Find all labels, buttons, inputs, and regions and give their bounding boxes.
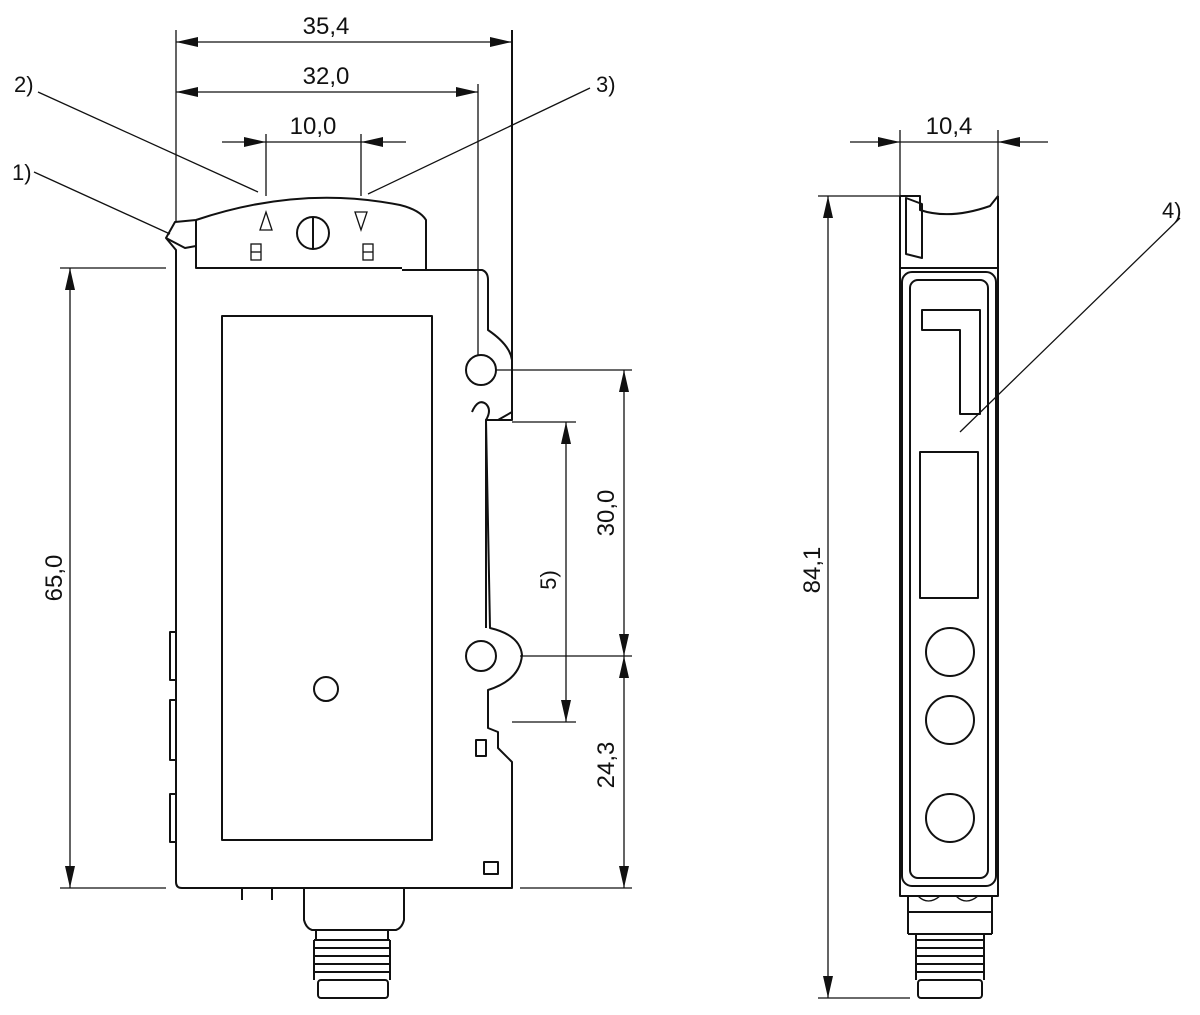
callout-1: 1) xyxy=(12,160,32,185)
side-display xyxy=(919,451,979,599)
front-dimensions: 35,4 32,0 10,0 65,0 30,0 24,3 xyxy=(41,13,632,889)
mount-hole-bottom xyxy=(465,640,497,672)
dim-front-height: 65,0 xyxy=(41,555,68,602)
side-button-1 xyxy=(925,627,975,677)
small-slot xyxy=(483,861,499,875)
hook-top xyxy=(471,401,490,421)
connector-body xyxy=(303,888,405,931)
rail-2 xyxy=(169,699,176,761)
arrow-up-indicator xyxy=(259,209,273,231)
centre-hole xyxy=(313,676,339,702)
front-body-outline xyxy=(175,30,523,889)
hook-bottom xyxy=(475,739,487,757)
side-clip xyxy=(905,197,923,259)
dim-hole-to-bottom: 24,3 xyxy=(593,742,620,789)
side-view xyxy=(899,195,999,999)
front-right-profile xyxy=(402,269,513,628)
callout-5: 5) xyxy=(536,570,561,590)
dim-side-height: 84,1 xyxy=(799,547,826,594)
rail-1 xyxy=(169,631,176,681)
connector-neck xyxy=(315,929,389,941)
label-window xyxy=(221,315,433,841)
rail-3 xyxy=(169,793,176,843)
dim-hole-spacing: 30,0 xyxy=(593,490,620,537)
connector-nut xyxy=(317,979,389,999)
connector-thread xyxy=(313,939,391,980)
front-callouts: 1) 2) 3) xyxy=(12,72,616,235)
side-body-outline xyxy=(899,196,999,897)
mount-hole-top xyxy=(465,354,497,386)
side-connector-nut xyxy=(917,979,983,999)
front-top-cap-left xyxy=(195,220,232,269)
front-top-cap xyxy=(165,196,427,272)
front-cap-notch xyxy=(165,237,197,249)
side-flag-mark xyxy=(921,309,981,415)
callout-4: 4) xyxy=(1162,198,1182,223)
side-dimensions: 10,4 84,1 4) xyxy=(799,113,1182,999)
side-connector-thread xyxy=(915,934,985,980)
side-top-cap xyxy=(900,195,999,216)
side-connector-lugs xyxy=(917,895,979,902)
dim-side-width: 10,4 xyxy=(926,113,973,140)
side-cover-inner xyxy=(909,279,989,879)
dim-indicator-spacing: 10,0 xyxy=(290,113,337,140)
side-button-2 xyxy=(925,695,975,745)
front-view xyxy=(165,30,523,999)
dim-width-mount: 32,0 xyxy=(303,63,350,90)
callout-3: 3) xyxy=(596,72,616,97)
side-button-3 xyxy=(925,793,975,843)
dim-width-total: 35,4 xyxy=(303,13,350,40)
pins xyxy=(241,888,273,900)
side-connector-top xyxy=(907,896,993,913)
side-cover-outer xyxy=(901,271,997,887)
arrow-down-indicator xyxy=(354,211,368,233)
callout-2: 2) xyxy=(14,72,34,97)
